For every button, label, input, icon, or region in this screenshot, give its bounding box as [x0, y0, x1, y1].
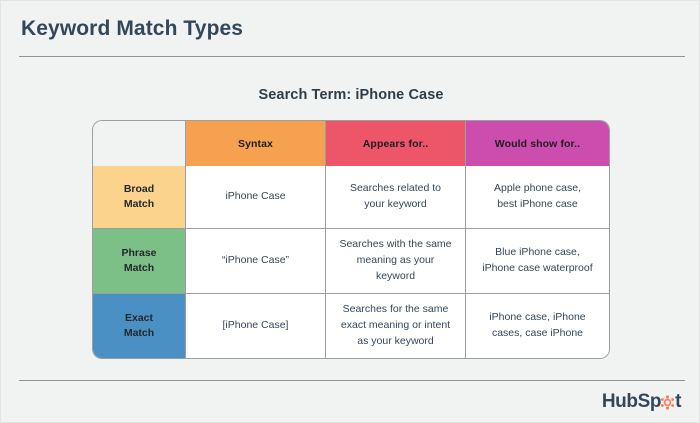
column-header-would: Would show for.. [466, 121, 609, 166]
row-label-line-2: Match [123, 262, 155, 274]
cell-line-2: your keyword [364, 198, 427, 210]
hubspot-wordmark-part2: t [675, 390, 681, 412]
footer-divider [19, 380, 685, 381]
cell-phrase-appears: Searches with the same meaning as your k… [326, 229, 466, 294]
cell-line-1: Searches related to [349, 182, 442, 195]
row-label-line-2: Match [123, 198, 155, 210]
cell-phrase-syntax: “iPhone Case” [186, 229, 326, 294]
table-header-row: Syntax Appears for.. Would show for.. [93, 121, 609, 166]
header-divider [19, 56, 685, 57]
cell-line-1: Searches with the same [339, 238, 452, 251]
page-title: Keyword Match Types [21, 17, 244, 40]
row-label-line-1: Broad [123, 182, 155, 195]
cell-line-3: as your keyword [357, 334, 434, 347]
cell-exact-would: iPhone case, iPhone cases, case iPhone [466, 294, 609, 358]
column-header-blank [93, 121, 186, 166]
search-term-subtitle: Search Term: iPhone Case [258, 87, 444, 103]
table-row-broad-match: Broad Match iPhone Case Searches related… [93, 166, 609, 229]
cell-line-2: iPhone case waterproof [482, 262, 593, 274]
row-label-exact-match: Exact Match [93, 294, 186, 358]
cell-broad-would: Apple phone case, best iPhone case [466, 166, 609, 229]
cell-exact-appears: Searches for the same exact meaning or i… [326, 294, 466, 358]
row-label-line-1: Exact [124, 311, 154, 324]
cell-broad-appears: Searches related to your keyword [326, 166, 466, 229]
hubspot-wordmark-part1: HubSp [601, 390, 662, 412]
cell-line-1: Apple phone case, [494, 182, 581, 195]
cell-line-2: meaning as your [356, 254, 435, 267]
hubspot-sprocket-icon [660, 394, 675, 410]
row-label-line-2: Match [123, 327, 155, 339]
cell-line-1: iPhone case, iPhone [489, 311, 586, 324]
cell-exact-syntax: [iPhone Case] [186, 294, 326, 358]
table-row-phrase-match: Phrase Match “iPhone Case” Searches with… [93, 229, 609, 294]
hubspot-logo: HubSp t [601, 390, 682, 412]
cell-line-2: exact meaning or intent [340, 319, 451, 332]
row-label-broad-match: Broad Match [93, 166, 186, 229]
cell-line-1: Blue iPhone case, [495, 246, 580, 259]
keyword-match-types-table: Syntax Appears for.. Would show for.. Br… [93, 121, 609, 358]
cell-line-3: keyword [375, 269, 416, 282]
row-label-line-1: Phrase [121, 246, 157, 259]
column-header-appears: Appears for.. [326, 121, 466, 166]
cell-line-2: cases, case iPhone [491, 327, 584, 339]
table-header: Syntax Appears for.. Would show for.. [93, 121, 609, 166]
cell-line-2: best iPhone case [497, 198, 578, 210]
row-label-phrase-match: Phrase Match [93, 229, 186, 294]
table-row-exact-match: Exact Match [iPhone Case] Searches for t… [93, 294, 609, 358]
cell-line-1: Searches for the same [342, 303, 449, 316]
table-body: Broad Match iPhone Case Searches related… [93, 166, 609, 358]
cell-phrase-would: Blue iPhone case, iPhone case waterproof [466, 229, 609, 294]
column-header-syntax: Syntax [186, 121, 326, 166]
cell-broad-syntax: iPhone Case [186, 166, 326, 229]
